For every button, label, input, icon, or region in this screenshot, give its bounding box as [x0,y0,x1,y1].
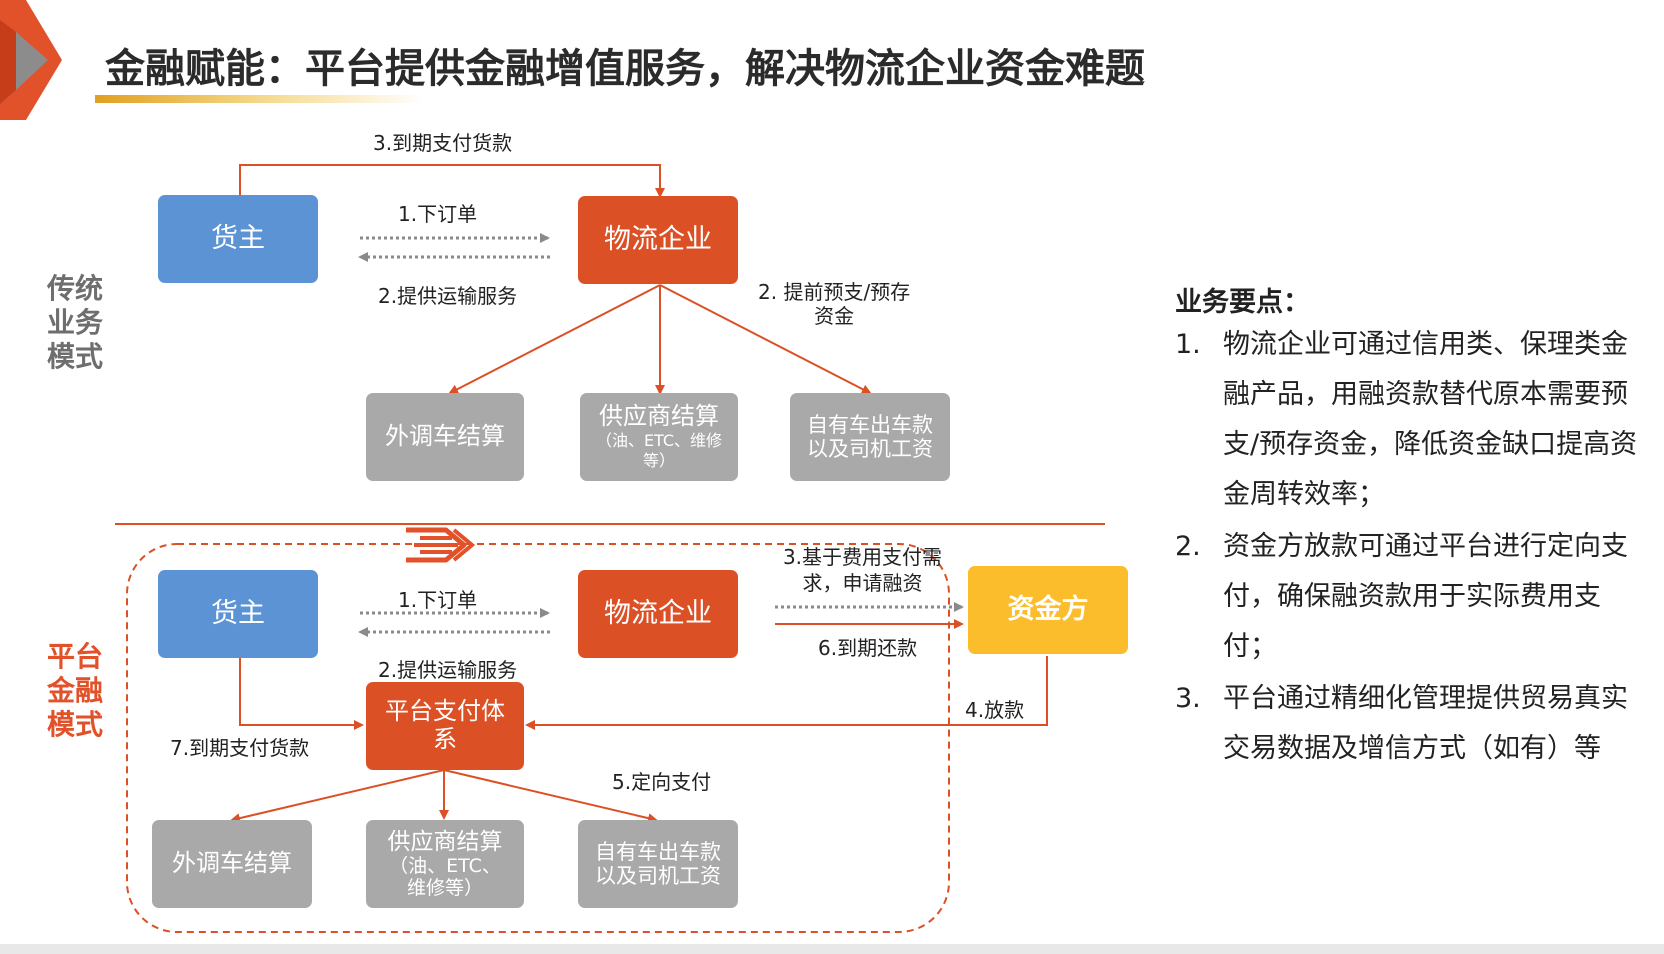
shipper-box-traditional: 货主 [158,195,318,283]
footer-bar [0,944,1664,954]
funder-box: 资金方 [968,566,1128,654]
step-order-label-platform: 1.下订单 [398,588,478,612]
sub-own-vehicle-traditional: 自有车出车款以及司机工资 [790,393,950,481]
key-point-1: 1. 物流企业可通过信用类、保理类金融产品，用融资款替代原本需要预支/预存资金，… [1175,320,1645,520]
sub-supplier-note-label-platform: （油、ETC、维修等） [389,855,501,900]
key-point-2: 2. 资金方放款可通过平台进行定向支付，确保融资款用于实际费用支付； [1175,522,1645,672]
arrow-to-sub3-traditional [659,284,872,394]
step-apply-label: 3.基于费用支付需求，申请融资 [782,545,943,595]
shipper-box-platform: 货主 [158,570,318,658]
sub-supplier-note-label: （油、ETC、维修等） [595,430,723,470]
key-point-1-text: 物流企业可通过信用类、保理类金融产品，用融资款替代原本需要预支/预存资金，降低资… [1223,329,1638,510]
corner-arrow-decoration [0,0,62,120]
arrow-to-sub3-platform [443,769,658,824]
sub-supplier-platform: 供应商结算 （油、ETC、维修等） [366,820,524,908]
arrow-to-sub1-platform [230,769,445,824]
sub-outsourced-vehicle-platform: 外调车结算 [152,820,312,908]
arrow-to-sub1-traditional [448,284,661,394]
step-pay-label-platform: 7.到期支付货款 [170,736,310,760]
key-points-title: 业务要点： [1175,287,1310,318]
sub-own-vehicle-platform: 自有车出车款以及司机工资 [578,820,738,908]
step-loan-label: 4.放款 [965,698,1025,722]
step-transport-label-platform: 2.提供运输服务 [378,658,518,682]
sub-supplier-main-label: 供应商结算 [599,402,719,431]
arrow-pay-on-due-traditional [239,164,665,198]
step-repay-label: 6.到期还款 [818,636,918,660]
key-point-2-text: 资金方放款可通过平台进行定向支付，确保融资款用于实际费用支付； [1223,531,1628,662]
key-point-3: 3. 平台通过精细化管理提供贸易真实交易数据及增信方式（如有）等 [1175,674,1645,774]
logistics-box-traditional: 物流企业 [578,196,738,284]
key-point-3-num: 3. [1175,683,1201,714]
logistics-box-platform: 物流企业 [578,570,738,658]
key-point-3-text: 平台通过精细化管理提供贸易真实交易数据及增信方式（如有）等 [1223,683,1628,764]
step-directed-pay-label: 5.定向支付 [612,770,712,794]
platform-mode-label: 平台 金融 模式 [46,640,103,741]
sub-supplier-traditional: 供应商结算 （油、ETC、维修等） [580,393,738,481]
step-transport-label-traditional: 2.提供运输服务 [378,284,518,308]
step-pay-label-traditional: 3.到期支付货款 [373,131,513,155]
sub-outsourced-vehicle-traditional: 外调车结算 [366,393,524,481]
traditional-mode-label: 传统 业务 模式 [46,272,103,373]
title-underline [95,95,425,103]
step-order-label-traditional: 1.下订单 [398,202,478,226]
arrow-loan [525,656,1048,730]
arrow-pay-on-due-platform [239,657,364,730]
key-point-1-num: 1. [1175,329,1201,360]
payment-system-box: 平台支付体系 [366,682,524,770]
platform-boundary [126,543,950,933]
platform-logo-icon [406,527,476,563]
page-title: 金融赋能：平台提供金融增值服务，解决物流企业资金难题 [105,46,1145,92]
key-point-2-num: 2. [1175,531,1201,562]
step-prepay-label-traditional: 2. 提前预支/预存 资金 [758,280,911,328]
sub-supplier-main-label-platform: 供应商结算 [387,828,503,855]
